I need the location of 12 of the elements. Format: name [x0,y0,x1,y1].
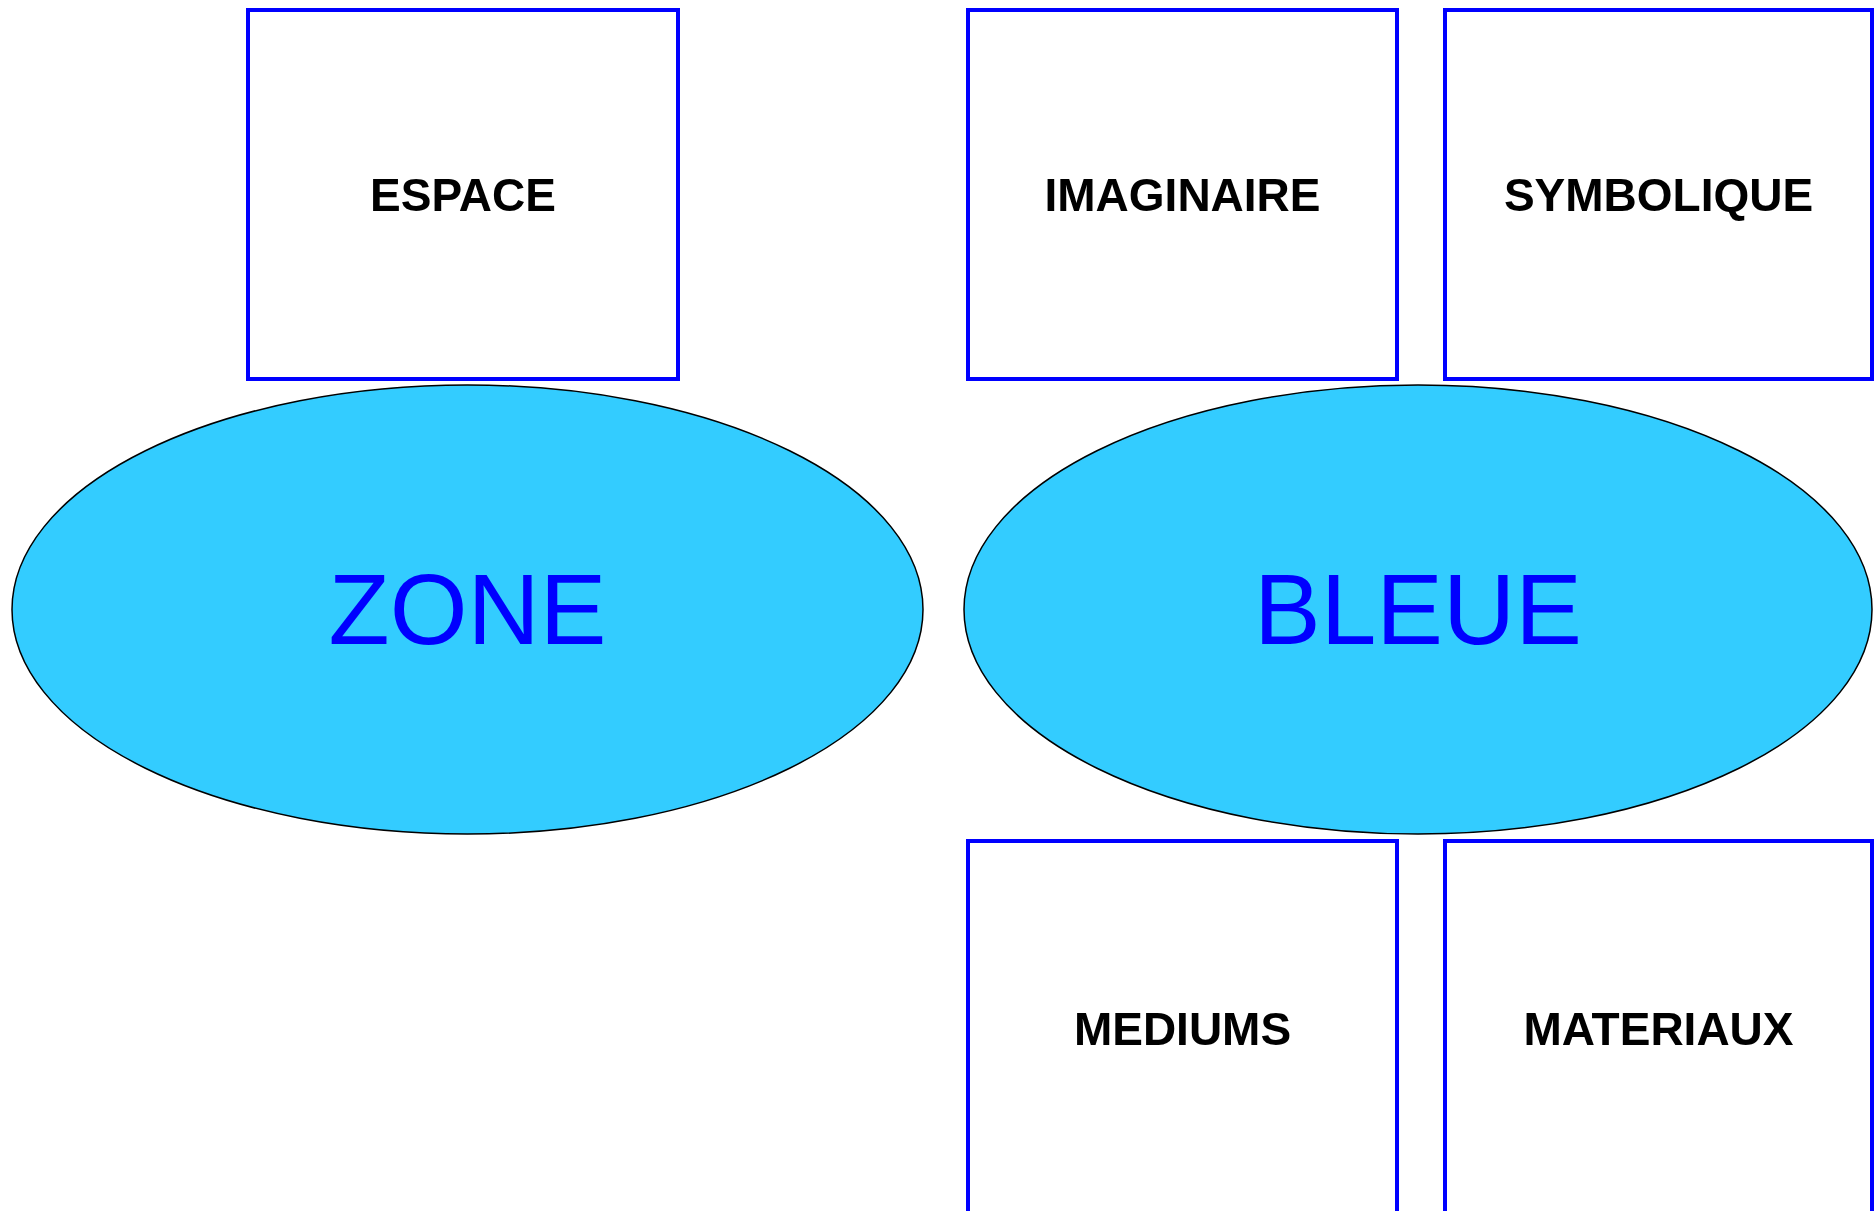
label-box [246,8,680,381]
box-label: IMAGINAIRE [1044,167,1321,222]
label-box [966,8,1399,381]
label-box [1443,8,1874,381]
box-label: SYMBOLIQUE [1503,167,1814,222]
label-box [966,839,1399,1211]
box-label: MATERIAUX [1523,1002,1794,1056]
label-box [1443,839,1874,1211]
ellipse-label: BLEUE [1254,552,1582,667]
box-label: MEDIUMS [1073,1002,1292,1056]
box-label: ESPACE [370,167,556,222]
ellipse-label: ZONE [328,552,607,667]
